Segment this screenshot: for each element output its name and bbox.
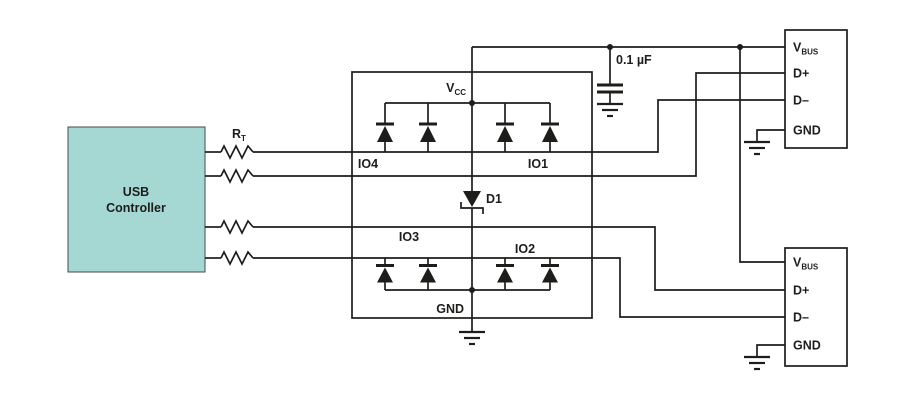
io4-label: IO4 bbox=[358, 157, 378, 171]
bottom-connector-ground bbox=[744, 344, 785, 371]
pin-label-dminus: D– bbox=[793, 311, 809, 325]
wire bbox=[253, 99, 785, 153]
ground-symbol bbox=[744, 140, 770, 156]
wire bbox=[253, 226, 785, 291]
usb-controller: USB Controller bbox=[67, 126, 206, 273]
usb-connector-bottom: VBUS D+ D– GND bbox=[784, 247, 848, 367]
ic-gnd-label: GND bbox=[436, 302, 464, 316]
pin-label-dplus: D+ bbox=[793, 284, 809, 298]
pin-label-gnd: GND bbox=[793, 124, 821, 138]
usb-controller-label-line2: Controller bbox=[106, 201, 166, 215]
resistor-symbol bbox=[220, 219, 254, 235]
wire bbox=[253, 257, 785, 318]
resistor-symbol bbox=[220, 144, 254, 160]
usb-connector-top-box bbox=[784, 29, 848, 149]
io1-label: IO1 bbox=[528, 157, 548, 171]
pin-label-vbus: VBUS bbox=[793, 41, 819, 57]
usb-connector-top: VBUS D+ D– GND bbox=[784, 29, 848, 149]
junction-dot bbox=[737, 44, 743, 50]
capacitor: 0.1 µF bbox=[597, 47, 652, 118]
junction-dot bbox=[469, 287, 475, 293]
usb-connector-bottom-box bbox=[784, 247, 848, 367]
pin-label-gnd: GND bbox=[793, 339, 821, 353]
ground-symbol bbox=[744, 355, 770, 371]
io2-label: IO2 bbox=[515, 242, 535, 256]
capacitor-value: 0.1 µF bbox=[616, 53, 652, 67]
pin-label-dminus: D– bbox=[793, 94, 809, 108]
zener-diode-symbol bbox=[460, 191, 484, 214]
pin-label-vbus: VBUS bbox=[793, 256, 819, 272]
vbus-rail bbox=[472, 44, 785, 263]
resistor-label: RT bbox=[232, 127, 246, 143]
junction-dot bbox=[469, 100, 475, 106]
io3-label: IO3 bbox=[399, 230, 419, 244]
d1-label: D1 bbox=[486, 192, 502, 206]
ic-internals: VCC IO4 IO1 IO3 IO2 D1 GND bbox=[358, 47, 561, 346]
vcc-label: VCC bbox=[446, 81, 466, 97]
wire bbox=[756, 344, 785, 357]
usb-controller-label-line1: USB bbox=[123, 185, 149, 199]
ground-symbol bbox=[459, 330, 485, 346]
resistor-symbol bbox=[220, 250, 254, 266]
wire bbox=[756, 129, 785, 142]
wire bbox=[739, 47, 785, 263]
pin-label-dplus: D+ bbox=[793, 67, 809, 81]
top-connector-ground bbox=[744, 129, 785, 156]
resistor-symbol bbox=[220, 168, 254, 184]
usb-controller-box bbox=[67, 126, 206, 273]
ground-symbol bbox=[597, 102, 623, 118]
